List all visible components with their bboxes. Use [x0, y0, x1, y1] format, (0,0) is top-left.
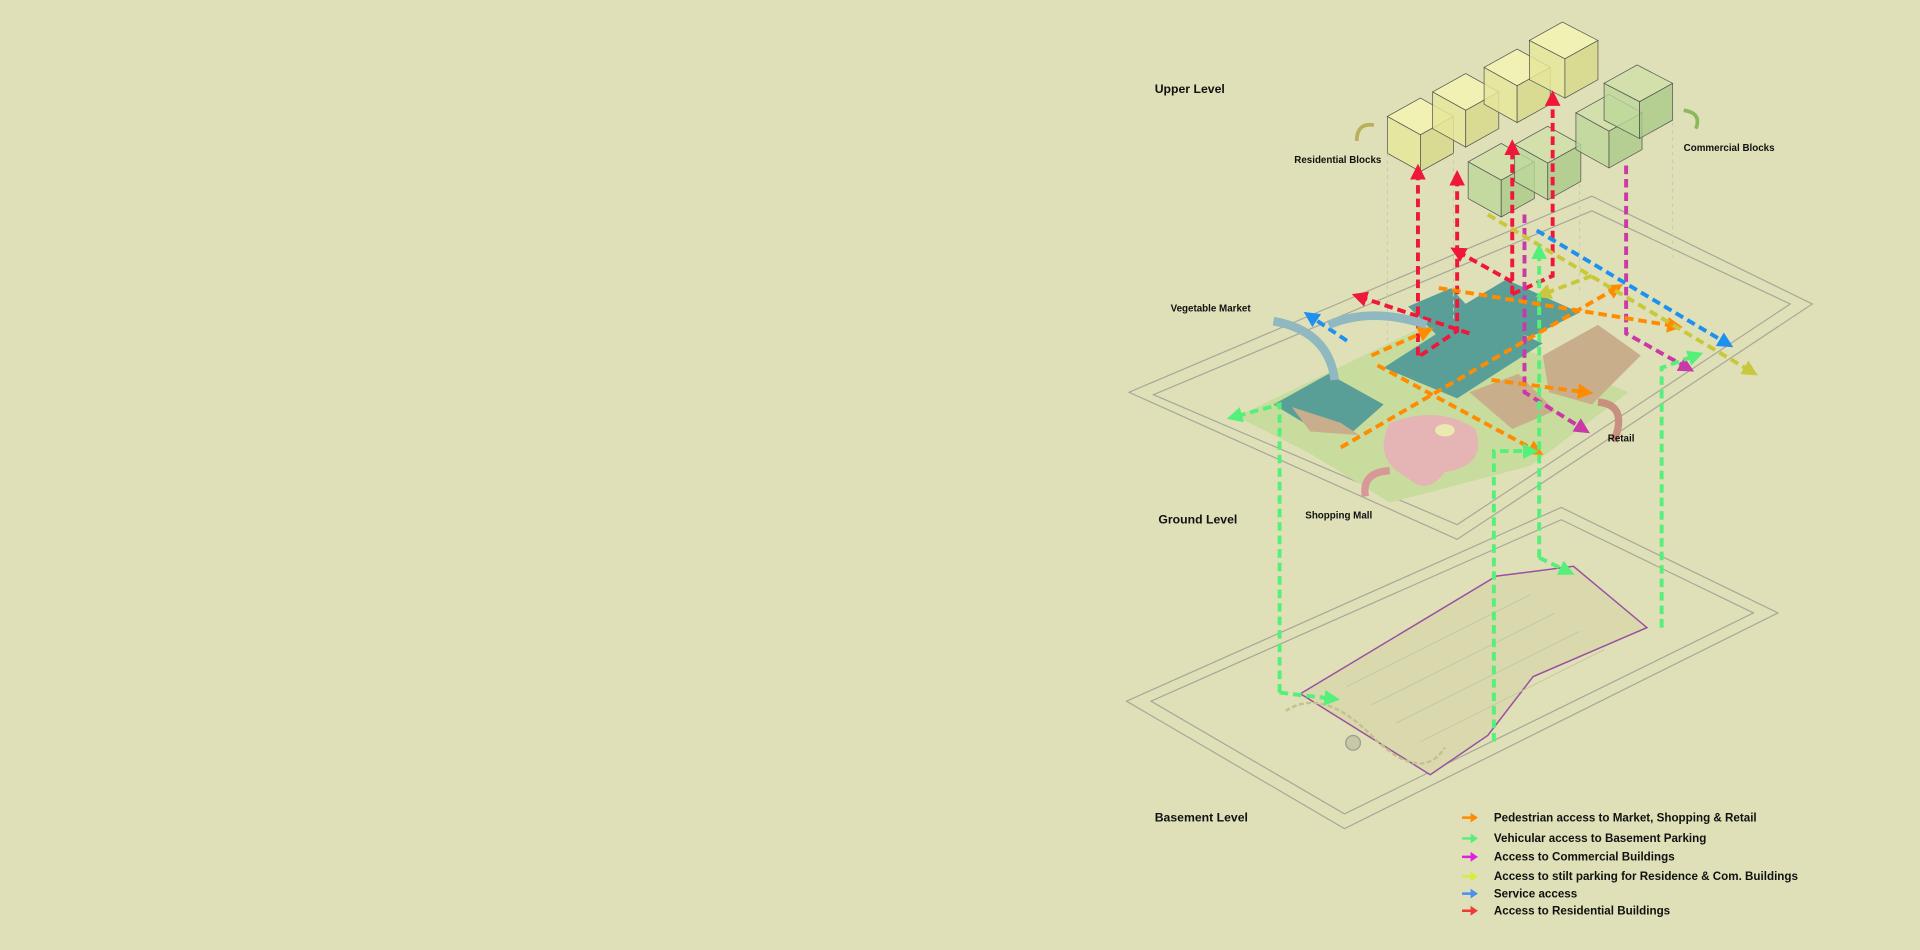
commercial-access-arrows	[1522, 165, 1695, 434]
retail-pointer-icon	[1597, 398, 1623, 443]
market-pointer-icon-2	[1326, 311, 1428, 329]
upper-level-label: Upper Level	[1155, 82, 1225, 96]
ground-level-label: Ground Level	[1158, 512, 1237, 526]
vehicular-access-arrows	[1226, 243, 1704, 742]
residential-blocks-label: Residential Blocks	[1294, 155, 1382, 166]
commercial-block	[1603, 64, 1674, 140]
residential-block	[1528, 21, 1599, 99]
legend-item-pedestrian: Pedestrian access to Market, Shopping & …	[1462, 811, 1757, 824]
mall-pointer-icon	[1361, 467, 1391, 497]
magenta-arrow-icon	[1462, 851, 1478, 862]
commercial-pointer-icon	[1683, 108, 1700, 130]
commercial-block	[1513, 125, 1582, 201]
legend-label: Service access	[1494, 887, 1577, 900]
shopping-mall-building	[1383, 415, 1479, 486]
blue-arrow-icon	[1462, 888, 1478, 899]
residential-pointer-icon	[1354, 122, 1375, 142]
service-access-arrows	[1303, 228, 1734, 348]
ground-plate	[1127, 195, 1814, 541]
legend-item-service: Service access	[1462, 887, 1577, 900]
residential-block	[1431, 73, 1500, 148]
retail-block	[1291, 406, 1360, 436]
legend-label: Access to stilt parking for Residence & …	[1494, 870, 1798, 883]
legend-label: Vehicular access to Basement Parking	[1494, 832, 1706, 845]
legend-label: Access to Residential Buildings	[1494, 904, 1670, 917]
green-arrow-icon	[1462, 833, 1478, 844]
vegetable-market-label: Vegetable Market	[1171, 303, 1252, 314]
market-block	[1383, 312, 1543, 399]
pedestrian-access-arrows	[1339, 284, 1683, 455]
orange-arrow-icon	[1462, 812, 1478, 823]
yellow-arrow-icon	[1462, 871, 1478, 882]
projection-lines	[1386, 122, 1674, 356]
legend-item-stilt: Access to stilt parking for Residence & …	[1462, 870, 1798, 883]
legend-item-residential: Access to Residential Buildings	[1462, 904, 1670, 917]
red-arrow-icon	[1462, 905, 1478, 916]
residential-blocks	[1386, 21, 1599, 173]
shopping-mall-label: Shopping Mall	[1305, 511, 1372, 522]
commercial-blocks-label: Commercial Blocks	[1684, 143, 1775, 154]
legend-label: Pedestrian access to Market, Shopping & …	[1494, 811, 1757, 824]
retail-block	[1469, 373, 1556, 430]
stilt-parking-arrows	[1486, 212, 1758, 376]
retail-block	[1542, 324, 1641, 405]
legend-label: Access to Commercial Buildings	[1494, 851, 1675, 864]
basement-plate	[1125, 506, 1780, 830]
retail-label: Retail	[1608, 433, 1635, 444]
commercial-blocks	[1467, 64, 1674, 218]
basement-level-label: Basement Level	[1155, 810, 1248, 824]
legend-item-vehicular: Vehicular access to Basement Parking	[1462, 832, 1706, 845]
legend-item-commercial: Access to Commercial Buildings	[1462, 851, 1675, 864]
market-pointer-icon	[1272, 316, 1339, 381]
legend: Pedestrian access to Market, Shopping & …	[1462, 811, 1798, 917]
